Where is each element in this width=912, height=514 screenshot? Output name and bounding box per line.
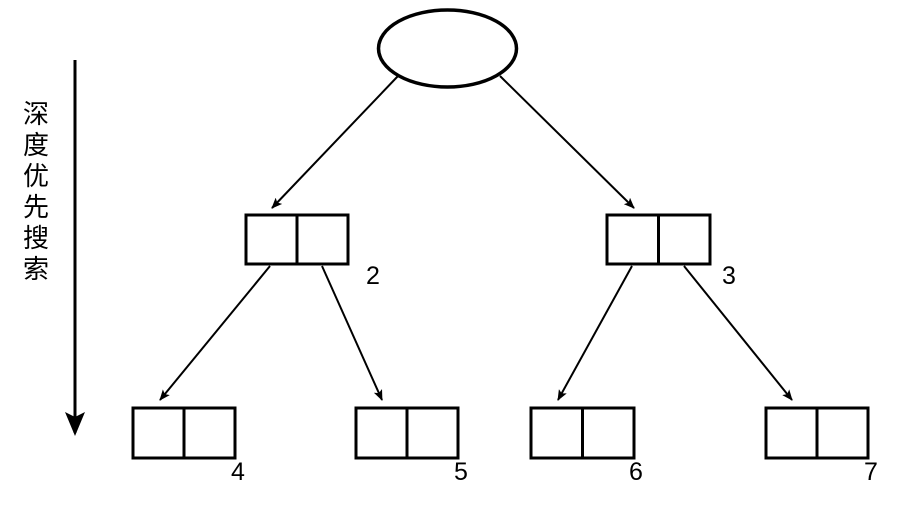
edge-group-node-2: [159, 265, 383, 401]
node-2[interactable]: [244, 213, 350, 266]
root-ellipse-shape[interactable]: [376, 8, 519, 89]
node-6-label: 6: [629, 458, 643, 486]
edge-node-2-to-node-5: [321, 265, 383, 401]
node-4[interactable]: [131, 406, 237, 460]
edge-node-2-to-node-4: [159, 265, 271, 401]
edge-root-to-node-3: [499, 75, 635, 209]
node-3[interactable]: [605, 213, 712, 266]
node-root[interactable]: [376, 8, 519, 89]
edge-node-3-to-node-6: [557, 265, 633, 401]
node-4-label: 4: [231, 458, 245, 486]
edge-group-root: [271, 75, 635, 209]
node-5-label: 5: [454, 458, 468, 486]
edge-root-to-node-2: [271, 75, 399, 209]
edge-node-3-to-node-7: [683, 265, 793, 401]
node-3-label: 3: [722, 262, 736, 290]
node-7[interactable]: [764, 406, 870, 460]
node-5[interactable]: [354, 406, 460, 460]
depth-axis-caption: 深 度 优 先 搜 索: [22, 100, 49, 285]
node-2-label: 2: [366, 262, 380, 290]
node-7-label: 7: [864, 458, 878, 486]
edge-group-node-3: [557, 265, 793, 401]
node-6[interactable]: [529, 406, 636, 460]
